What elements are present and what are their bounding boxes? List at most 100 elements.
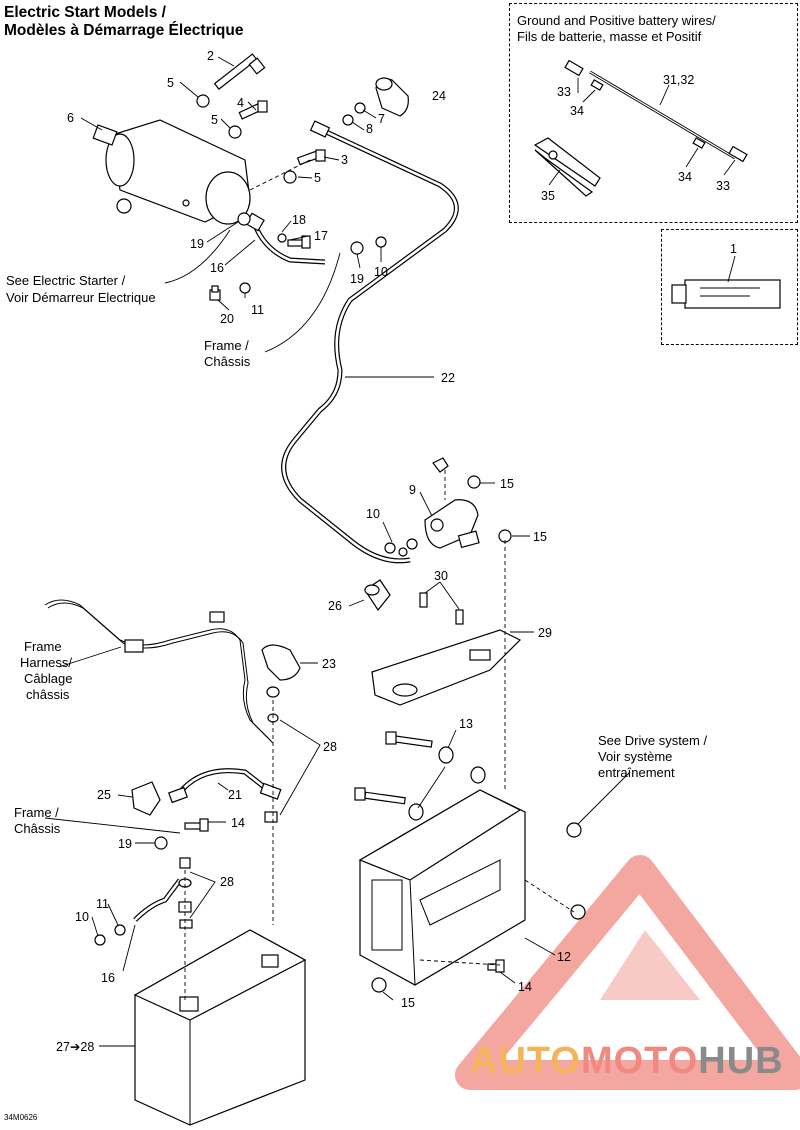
callout-10-frame: 10 (374, 265, 388, 279)
callout-28-lower: 28 (220, 875, 234, 889)
note-frame-harness-2: Harness/ (20, 655, 72, 670)
drive-nut-lower (570, 904, 586, 920)
battery-support-plate-29 (371, 629, 522, 706)
note-voir-systeme: Voir système (598, 749, 672, 764)
bolt-14-right (487, 959, 505, 973)
callout-13: 13 (459, 717, 473, 731)
washer-5-lower (283, 170, 297, 184)
callout-22: 22 (441, 371, 455, 385)
callout-19-starter: 19 (190, 237, 204, 251)
bolt-13 (385, 731, 454, 764)
screw-28-upper (264, 686, 280, 823)
callout-27-28: 27➔28 (56, 1040, 94, 1054)
callout-17: 17 (314, 229, 328, 243)
note-frame-upper: Frame / (204, 338, 249, 353)
callout-23: 23 (322, 657, 336, 671)
bolt-2 (213, 53, 266, 90)
callout-11-upper: 11 (251, 303, 264, 317)
callout-15-top: 15 (500, 477, 514, 491)
align-line-6 (419, 959, 501, 966)
grease-tube-panel (661, 229, 798, 345)
bolt-holder-lower (354, 787, 424, 821)
callout-2: 2 (207, 49, 214, 63)
note-voir-demarreur: Voir Démarreur Electrique (6, 290, 156, 305)
callout-1: 1 (730, 242, 737, 256)
pin-30-right (455, 609, 464, 625)
starter-motor (92, 119, 251, 225)
ground-cable-16 (245, 212, 326, 265)
callout-5-lower: 5 (314, 171, 321, 185)
grease-tube-1 (671, 279, 781, 309)
washer-18 (277, 233, 287, 243)
callout-15-lower: 15 (401, 996, 415, 1010)
callout-33-right: 33 (716, 179, 730, 193)
battery-holder-12 (358, 789, 526, 986)
washer-10-solenoid (384, 542, 396, 554)
ground-cable-16-lower (133, 878, 182, 922)
terminal-boot-26 (364, 579, 391, 612)
callout-16-lower: 16 (101, 971, 115, 985)
note-see-electric-starter: See Electric Starter / (6, 273, 126, 288)
nut-10-lower (94, 934, 106, 946)
callout-35: 35 (541, 189, 555, 203)
bolt-4 (238, 100, 268, 120)
align-line-5 (524, 879, 575, 913)
watermark-hub: HUB (698, 1040, 784, 1082)
callout-33-left: 33 (557, 85, 571, 99)
note-see-drive-system: See Drive system / (598, 733, 707, 748)
frame-harness-cable (44, 599, 274, 744)
callout-30: 30 (434, 569, 448, 583)
callout-8: 8 (366, 122, 373, 136)
callout-29: 29 (538, 626, 552, 640)
note-frame-harness-3: Câblage (24, 671, 72, 686)
title-line-english: Electric Start Models / (4, 4, 166, 21)
bolt-3 (296, 149, 326, 166)
washer-8 (342, 114, 354, 126)
callout-21: 21 (228, 788, 242, 802)
callout-10-lower: 10 (75, 910, 89, 924)
callout-28-upper: 28 (323, 740, 337, 754)
callout-20: 20 (220, 312, 234, 326)
reference-notes: See Electric Starter / Voir Démarreur El… (6, 273, 707, 836)
note-entrainement: entraînement (598, 765, 675, 780)
bolt-14-left (184, 818, 209, 832)
note-chassis-lower: Châssis (14, 821, 61, 836)
nut-19-starter (237, 212, 251, 226)
note-frame-harness-4: châssis (26, 687, 70, 702)
watermark-logo-icon (455, 855, 800, 1090)
callout-12: 12 (557, 950, 571, 964)
note-frame-lower: Frame / (14, 805, 59, 820)
callout-numbers: 2 5 4 5 6 3 5 7 8 24 19 16 18 17 19 10 2… (56, 49, 737, 1054)
callout-19-lower: 19 (118, 837, 132, 851)
nut-7 (354, 102, 366, 114)
battery-wire-31-32 (564, 59, 748, 163)
nut-15-top (432, 457, 481, 489)
battery-27 (133, 929, 307, 1126)
title-line-french: Modèles à Démarrage Électrique (4, 22, 244, 39)
terminal-boot-24 (375, 77, 409, 117)
panel-title-french: Fils de batterie, masse et Positif (517, 29, 702, 44)
figure-code: 34M0626 (4, 1113, 38, 1122)
callout-4: 4 (237, 96, 244, 110)
callout-31-32: 31,32 (663, 73, 694, 87)
callout-14-left: 14 (231, 816, 245, 830)
callout-25: 25 (97, 788, 111, 802)
diagram-title: Electric Start Models / Modèles à Démarr… (4, 4, 244, 40)
holder-mount-ring (470, 766, 486, 784)
starter-solenoid-9 (384, 499, 480, 557)
leader-lines (44, 56, 736, 1047)
callout-9: 9 (409, 483, 416, 497)
battery-wires-panel-title: Ground and Positive battery wires/ Fils … (517, 13, 716, 45)
battery-wires-panel: Ground and Positive battery wires/ Fils … (509, 3, 798, 223)
watermark-moto: MOTO (580, 1040, 699, 1082)
crimp-tool-35 (533, 137, 601, 197)
callout-16-upper: 16 (210, 261, 224, 275)
nut-19-frame (350, 241, 364, 255)
align-line-1 (249, 159, 311, 191)
washer-11-lower (114, 924, 126, 936)
washer-5-top (196, 94, 210, 108)
callout-10-solenoid: 10 (366, 507, 380, 521)
drive-nut-upper (566, 822, 582, 838)
watermark-auto: AUTO (470, 1040, 581, 1082)
